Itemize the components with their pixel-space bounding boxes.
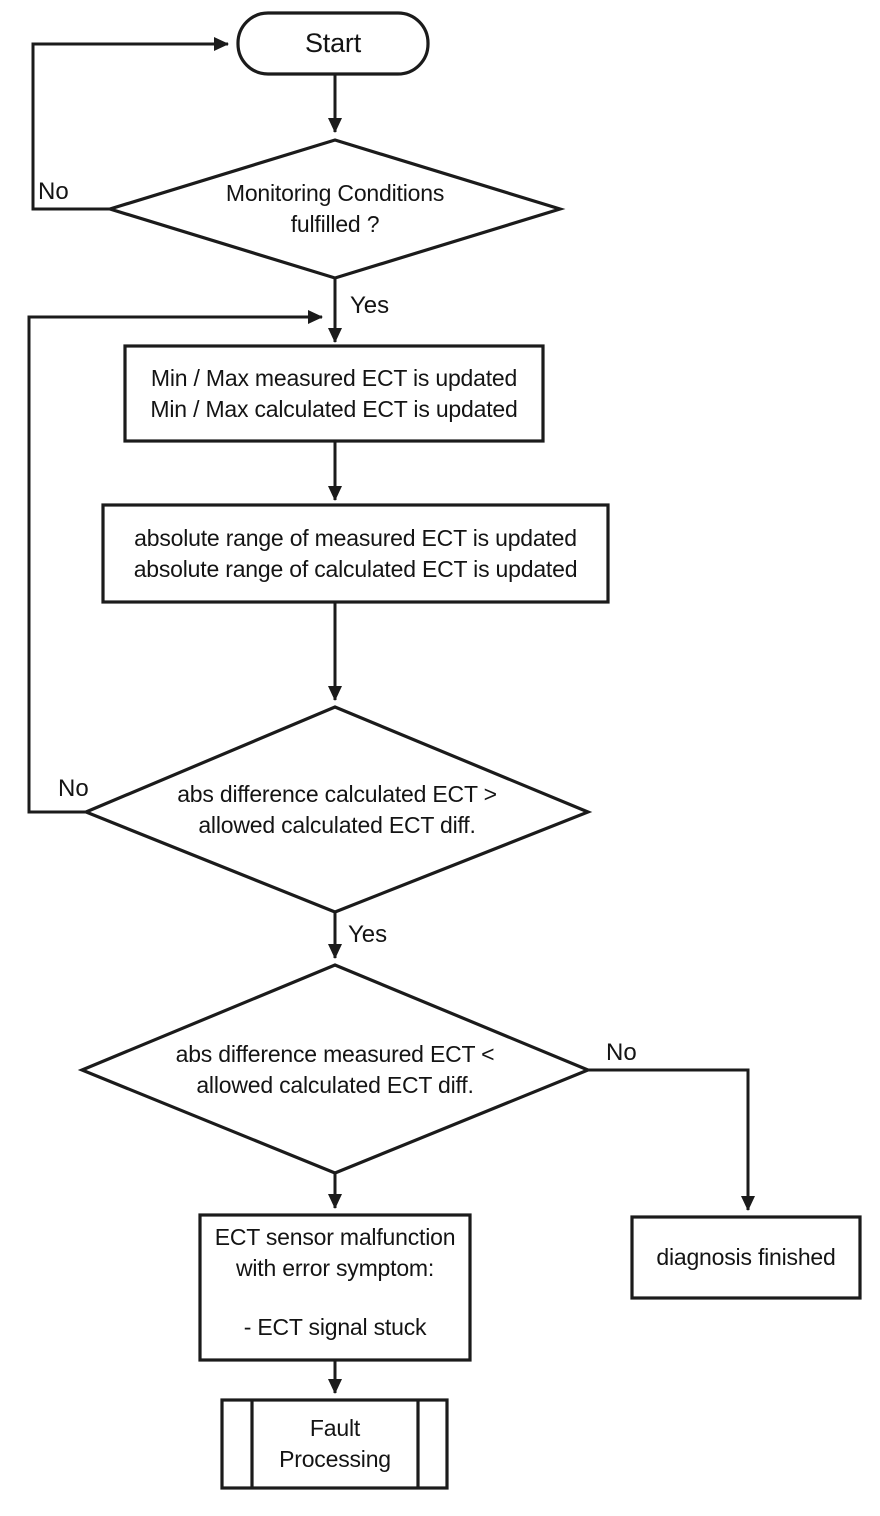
meas-diff-decision-label: abs difference measured ECT < allowed ca… (82, 1039, 588, 1101)
calc-diff-decision-line1: abs difference calculated ECT > (177, 781, 497, 807)
meas-diff-no-label: No (606, 1039, 637, 1066)
edge-measdiff-no (588, 1068, 755, 1211)
minmax-update-line2: Min / Max calculated ECT is updated (150, 395, 518, 422)
edge-monitoring-no-loop (31, 37, 229, 211)
meas-diff-decision-line2: allowed calculated ECT diff. (196, 1072, 474, 1098)
start-node-label: Start (238, 13, 428, 74)
calc-diff-decision-line2: allowed calculated ECT diff. (198, 812, 476, 838)
diagnosis-finished-shape (630, 1215, 862, 1300)
start-terminator-shape (236, 11, 430, 76)
calc-diff-yes-label: Yes (348, 921, 388, 948)
fault-processing-line2: Processing (279, 1446, 391, 1472)
absolute-range-update-label: absolute range of measured ECT is update… (103, 505, 608, 602)
meas-diff-decision-shape (77, 963, 593, 1175)
absolute-range-update-shape (101, 503, 610, 604)
calc-diff-decision-label: abs difference calculated ECT > allowed … (86, 779, 588, 841)
malfunction-label: ECT sensor malfunction with error sympto… (200, 1222, 470, 1343)
monitoring-decision-line1: Monitoring Conditions (225, 180, 445, 206)
meas-diff-decision-line1: abs difference measured ECT < (175, 1041, 495, 1067)
monitoring-decision-label: Monitoring Conditions fulfilled ? (110, 178, 560, 240)
malfunction-line1: ECT sensor malfunction (214, 1224, 456, 1250)
fault-processing-line1: Fault (309, 1415, 361, 1441)
diagnosis-finished-text: diagnosis finished (656, 1244, 836, 1270)
minmax-update-label: Min / Max measured ECT is updated Min / … (125, 346, 543, 441)
calc-diff-no-label: No (58, 775, 89, 802)
minmax-update-shape (123, 344, 545, 443)
monitoring-no-label: No (38, 178, 69, 205)
monitoring-yes-label: Yes (350, 292, 390, 319)
absolute-range-update-line2: absolute range of calculated ECT is upda… (133, 555, 578, 582)
diagnosis-finished-label: diagnosis finished (632, 1217, 860, 1298)
fault-processing-shape (220, 1398, 449, 1490)
monitoring-decision-line2: fulfilled ? (290, 211, 380, 237)
minmax-update-line1: Min / Max measured ECT is updated (150, 364, 518, 391)
start-text: Start (304, 28, 362, 58)
absolute-range-update-line1: absolute range of measured ECT is update… (134, 524, 577, 551)
calc-diff-decision-shape (81, 705, 593, 914)
fault-processing-label: Fault Processing (252, 1400, 418, 1488)
malfunction-line3: - ECT signal stuck (243, 1314, 427, 1340)
malfunction-line2: with error symptom: (235, 1255, 435, 1281)
edge-calcdiff-no-loop (27, 310, 323, 814)
monitoring-decision-shape (104, 138, 566, 280)
malfunction-shape (198, 1213, 472, 1362)
